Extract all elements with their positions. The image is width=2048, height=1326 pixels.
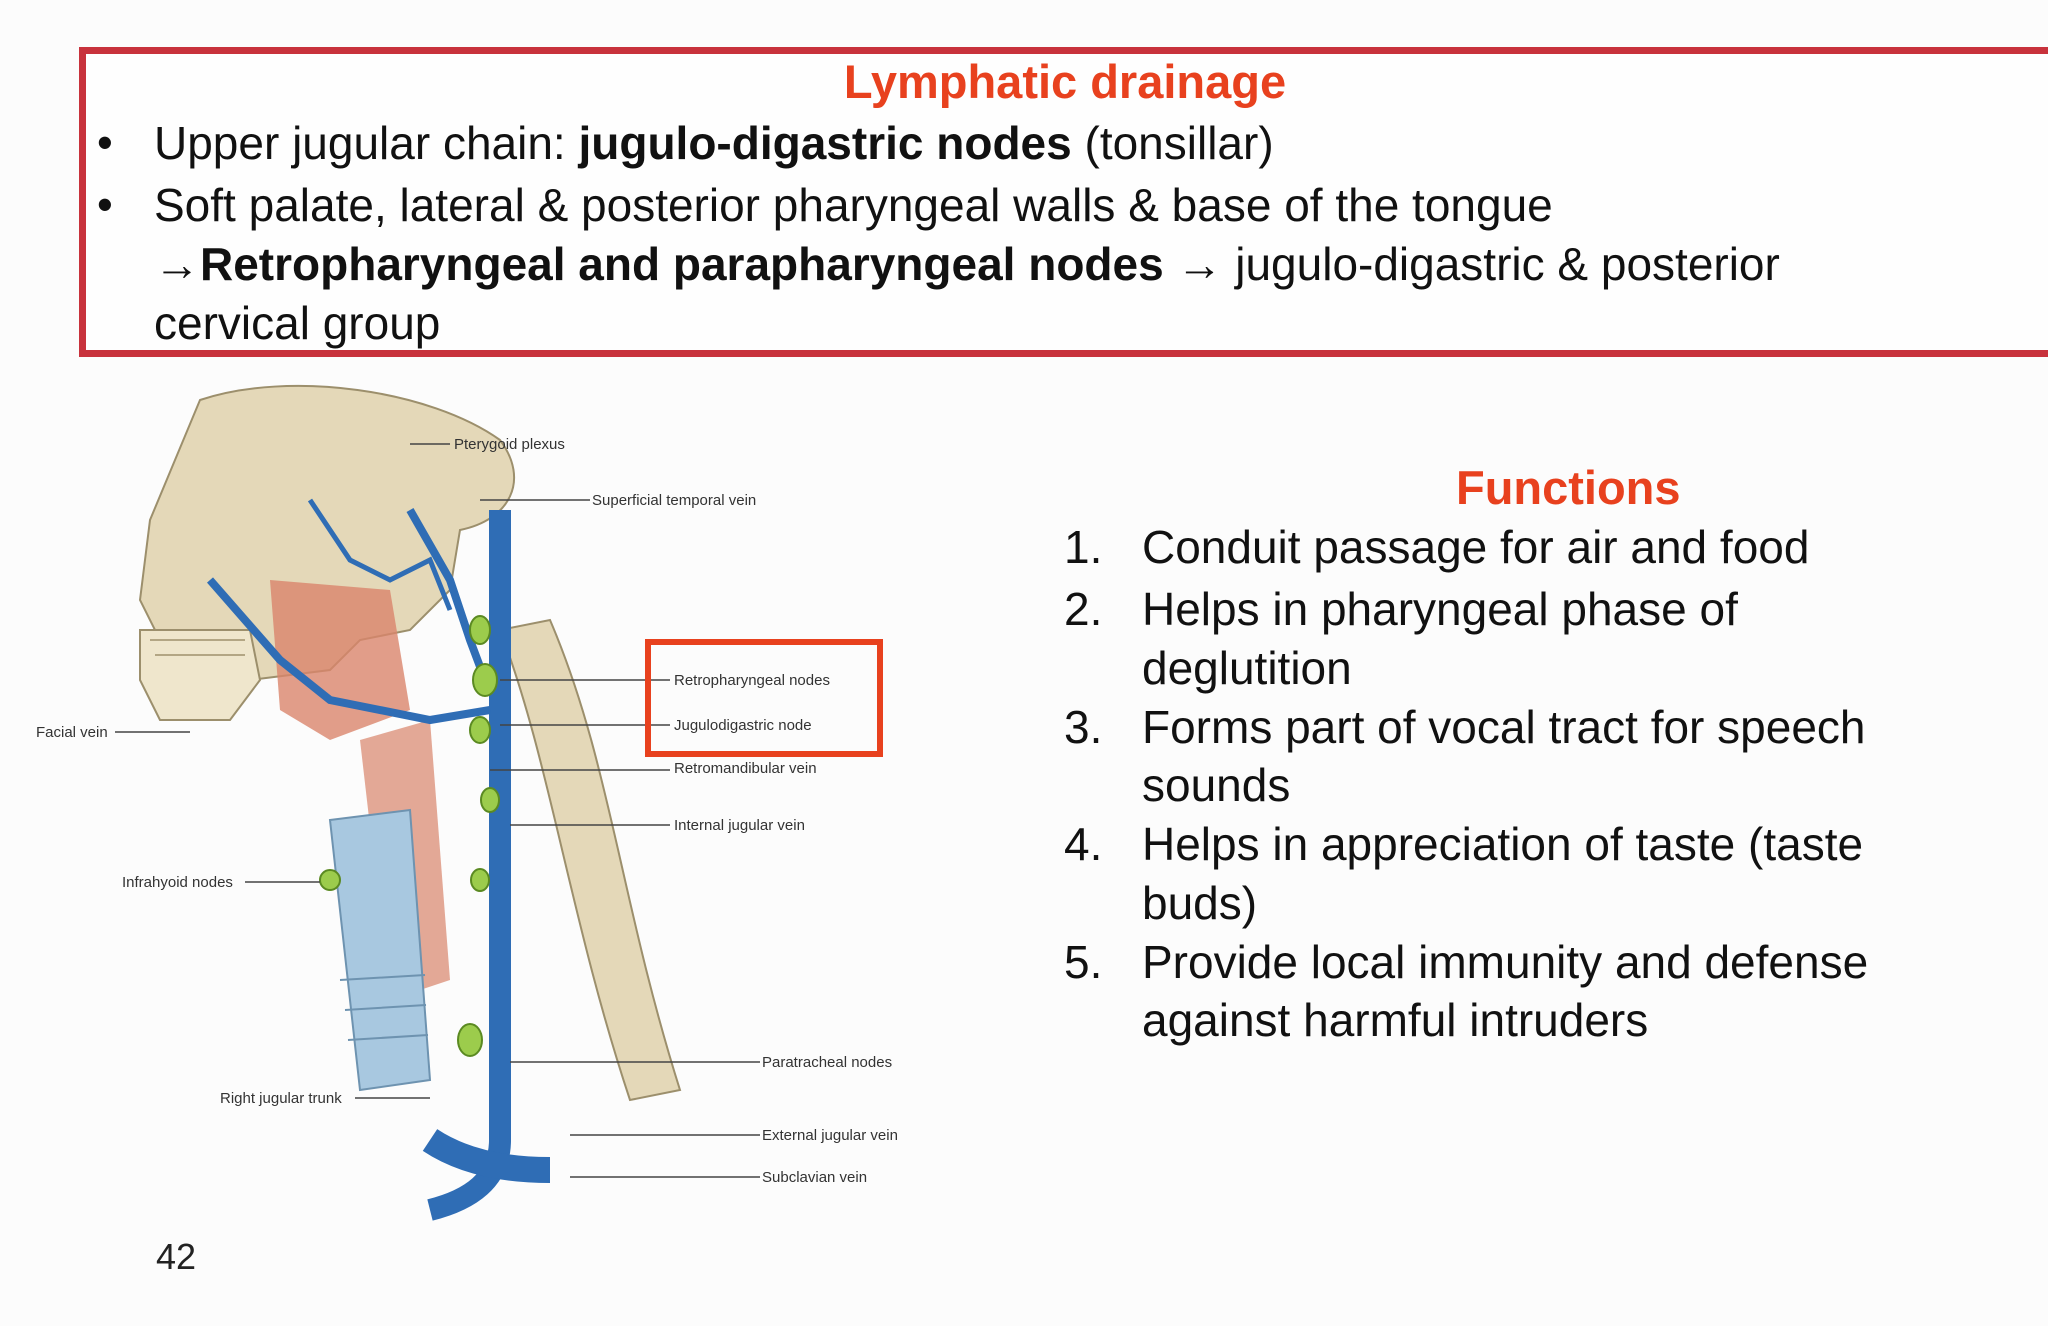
function-text: Helps in pharyngeal phase of [1142, 583, 1738, 635]
function-text: buds) [1142, 877, 1258, 929]
function-number: 4. [1064, 818, 1103, 870]
bullet-soft-palate-line2: →Retropharyngeal and parapharyngeal node… [154, 235, 1780, 293]
bullet-bold-text: jugulo-digastric nodes [578, 117, 1072, 169]
bullet-soft-palate-line1: Soft palate, lateral & posterior pharyng… [154, 179, 1553, 231]
bullet-bold-text: Retropharyngeal and parapharyngeal nodes [200, 238, 1164, 290]
function-number: 3. [1064, 701, 1103, 753]
arrow-icon: → [1163, 238, 1236, 290]
bullet-text: jugulo-digastric & posterior [1235, 238, 1780, 290]
bullet-text: Upper jugular chain: [154, 117, 579, 169]
subclavian-vein [422, 1129, 551, 1183]
teeth-lines [150, 639, 245, 656]
label-facial-vein: Facial vein [36, 724, 108, 741]
label-retropharyngeal-nodes: Retropharyngeal nodes [674, 672, 830, 689]
label-retromandibular-vein: Retromandibular vein [674, 760, 817, 777]
lymphatic-drainage-title: Lymphatic drainage [843, 55, 1287, 108]
bullet-marker: • [97, 117, 113, 168]
neck-anatomy-figure: Pterygoid plexus Superficial temporal ve… [36, 384, 898, 1221]
function-text: Helps in appreciation of taste (taste [1142, 818, 1864, 870]
function-text: Conduit passage for air and food [1142, 521, 1810, 573]
label-paratracheal-nodes: Paratracheal nodes [762, 1054, 892, 1071]
page-number: 42 [156, 1236, 197, 1277]
label-pterygoid-plexus: Pterygoid plexus [454, 436, 565, 453]
function-number: 5. [1064, 936, 1103, 988]
bullet-soft-palate-line3: cervical group [154, 297, 441, 349]
jaw-shape [139, 629, 262, 721]
retromandibular-vein [406, 508, 489, 682]
bullet-upper-jugular: Upper jugular chain: jugulo-digastric no… [154, 114, 1274, 172]
arrow-icon: → [154, 238, 200, 290]
label-external-jugular-vein: External jugular vein [762, 1127, 898, 1144]
function-text: Forms part of vocal tract for speech [1142, 701, 1866, 753]
function-number: 2. [1064, 583, 1103, 635]
label-right-jugular-trunk: Right jugular trunk [220, 1090, 342, 1107]
cervical-spine [498, 618, 682, 1102]
trachea-rings [339, 974, 429, 1041]
leader-lines [115, 443, 760, 1178]
functions-title: Functions [1456, 461, 1681, 514]
function-text: sounds [1142, 759, 1291, 811]
label-jugulodigastric-node: Jugulodigastric node [674, 717, 812, 734]
label-subclavian-vein: Subclavian vein [762, 1169, 867, 1186]
function-text: deglutition [1142, 642, 1352, 694]
facial-vein [206, 577, 491, 725]
label-superficial-temporal-vein: Superficial temporal vein [592, 492, 756, 509]
function-number: 1. [1064, 521, 1103, 573]
highlight-box [645, 639, 883, 757]
function-text: against harmful intruders [1142, 994, 1649, 1046]
function-text: Provide local immunity and defense [1142, 936, 1869, 988]
bullet-marker: • [97, 179, 113, 230]
lymphatic-drainage-box [79, 47, 2048, 357]
muscle-region [270, 580, 410, 740]
pterygoid-plexus [307, 498, 453, 611]
lymph-nodes [319, 615, 500, 1057]
label-infrahyoid-nodes: Infrahyoid nodes [122, 874, 233, 891]
bullet-text: (tonsillar) [1071, 117, 1274, 169]
internal-jugular-vein [427, 510, 511, 1221]
label-internal-jugular-vein: Internal jugular vein [674, 817, 805, 834]
larynx-trachea [328, 808, 432, 1092]
